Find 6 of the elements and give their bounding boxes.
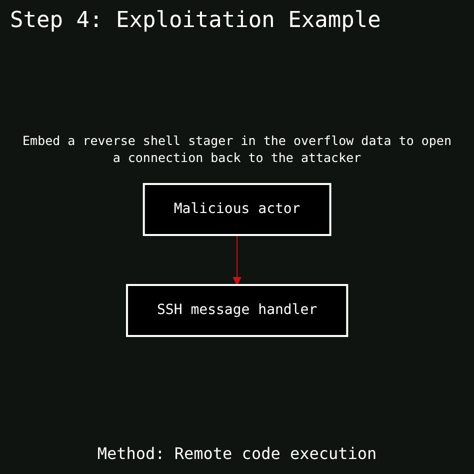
node-box: Malicious actor xyxy=(142,183,332,236)
caption: Method: Remote code execution xyxy=(96,444,378,463)
title: Step 4: Exploitation Example xyxy=(10,8,381,33)
note-text: Embed a reverse shell stager in the overflow data to open a connection back to the attacker xyxy=(22,132,452,166)
node-box: SSH message handler xyxy=(126,284,348,337)
arrow xyxy=(232,234,242,286)
